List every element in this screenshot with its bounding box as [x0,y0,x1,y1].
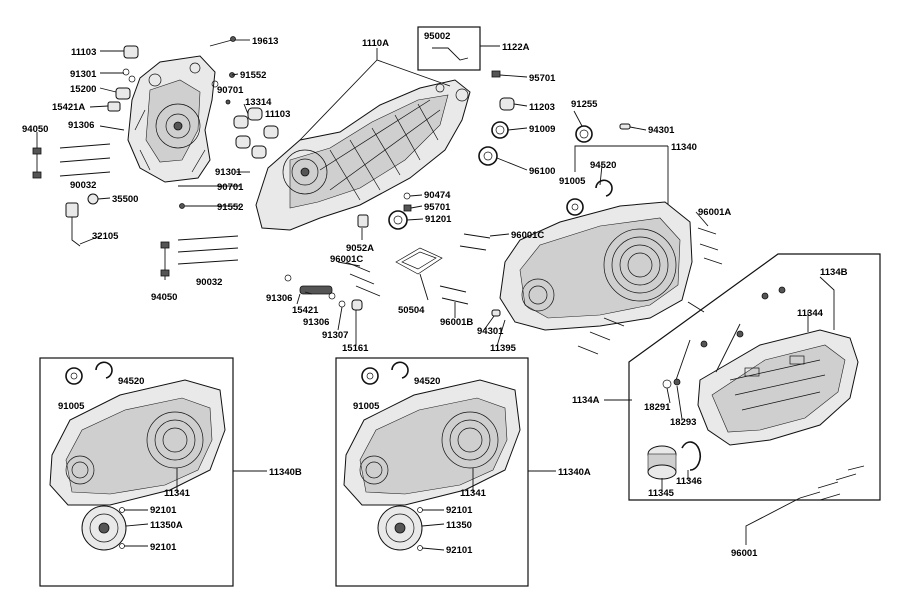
part-label: 92101 [446,545,473,556]
part-label: 90701 [217,182,244,193]
part-label: 11103 [265,109,290,120]
part-label: 15421A [52,102,85,113]
part-label: 11103 [71,47,96,58]
part-label: 91005 [58,401,85,412]
part-label: 94301 [477,326,504,337]
part-label: 18291 [644,402,671,413]
part-label: 1134A [572,395,600,406]
right-crankcase-half [255,79,471,231]
part-label: 91005 [353,401,380,412]
part-label: 91552 [217,202,243,213]
part-label: 91306 [303,317,329,328]
part-label: 11340A [558,467,591,478]
part-label: 11345 [648,488,675,499]
part-label: 95701 [529,73,556,84]
part-label: 91301 [70,69,97,80]
part-label: 90474 [424,190,451,201]
part-label: 96001B [440,317,473,328]
part-label: 11341 [460,488,487,499]
part-label: 96001C [511,230,544,241]
cvt-cover-11340 [499,201,693,331]
part-label: 94520 [118,376,144,387]
part-label: 95701 [424,202,451,213]
air-duct-cover-1134B [697,329,859,446]
part-label: 9052A [346,243,374,254]
part-label: 1122A [502,42,530,53]
cvt-cover-11341-b [49,379,226,506]
detail-box-11340A [335,357,529,587]
part-label: 95002 [424,31,450,42]
part-label: 90032 [196,277,222,288]
part-label: 50504 [398,305,425,316]
part-label: 11395 [490,343,517,354]
part-label: 96001C [330,254,363,265]
part-label: 32105 [92,231,119,242]
part-label: 91301 [215,167,242,178]
part-label: 91306 [68,120,94,131]
part-label: 90032 [70,180,96,191]
part-label: 94520 [414,376,440,387]
part-label: 91306 [266,293,292,304]
part-label: 91307 [322,330,348,341]
part-label: 13314 [245,97,272,108]
part-label: 94050 [22,124,48,135]
part-label: 92101 [150,542,177,553]
part-label: 92101 [446,505,473,516]
part-label: 11340 [671,142,697,153]
part-label: 11344 [797,308,824,319]
part-label: 91009 [529,124,555,135]
detail-box-1134 [628,253,881,501]
left-crankcase-half [127,55,216,183]
part-label: 1134B [820,267,848,278]
part-label: 94050 [151,292,177,303]
part-label: 92101 [150,505,177,516]
part-label: 15161 [342,343,369,354]
detail-box-11340B [39,357,234,587]
part-label: 94301 [648,125,675,136]
part-label: 11350 [446,520,472,531]
part-label: 90701 [217,85,244,96]
part-label: 91255 [571,99,598,110]
part-label: 15200 [70,84,96,95]
part-label: 11341 [164,488,191,499]
part-label: 96100 [529,166,555,177]
part-label: 96001 [731,548,758,559]
part-label: 18293 [670,417,696,428]
part-label: 94520 [590,160,616,171]
part-label: 91552 [240,70,266,81]
part-label: 91005 [559,176,586,187]
part-label: 15421 [292,305,319,316]
detail-box-1122A [417,26,481,71]
part-label: 11340B [269,467,302,478]
cvt-cover-11341-a [343,379,521,506]
part-label: 11346 [676,476,702,487]
part-label: 91201 [425,214,452,225]
part-label: 11350A [150,520,183,531]
part-label: 1110A [362,38,389,49]
part-label: 11203 [529,102,555,113]
part-label: 19613 [252,36,278,47]
part-label: 35500 [112,194,138,205]
part-labels: 11103 19613 1110A 95002 1122A 91301 9155… [22,31,848,559]
leader-lines [79,39,835,551]
part-label: 96001A [698,207,731,218]
